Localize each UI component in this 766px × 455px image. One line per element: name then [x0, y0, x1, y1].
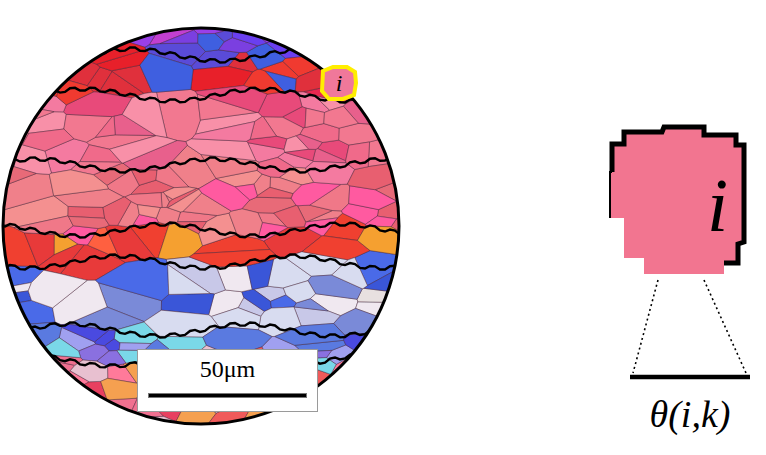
- grain-cell: [346, 142, 370, 170]
- grain-cell: [62, 50, 91, 70]
- grain-cell: [332, 401, 410, 429]
- grain-cell: [359, 58, 410, 88]
- grain-cell: [88, 412, 141, 440]
- grain-cell: [144, 310, 219, 337]
- grain-outline: [604, 122, 750, 278]
- grain-cell: [0, 0, 97, 39]
- grain-cell: [0, 348, 34, 386]
- grain-cell: [53, 384, 84, 405]
- zoom-leader: [633, 280, 658, 373]
- grain-highlight: [322, 67, 356, 99]
- grain-boundary: [610, 172, 612, 218]
- grain-cell: [19, 62, 40, 88]
- grain-fill: [610, 127, 744, 274]
- grain-cell: [47, 373, 64, 394]
- grain-label: i: [707, 162, 728, 249]
- grain-cell: [96, 0, 131, 42]
- grain-cell: [285, 149, 316, 161]
- grain-cell: [54, 32, 104, 55]
- grain-cell: [257, 187, 293, 198]
- grain-cell: [331, 386, 410, 412]
- grain-cell: [271, 415, 306, 440]
- grain-cell: [138, 205, 161, 219]
- grain-cell: [363, 0, 410, 58]
- grain-boundary: [0, 323, 410, 338]
- grain-cell: [250, 116, 276, 139]
- grain-cell: [25, 408, 90, 440]
- scale-bar: [148, 393, 307, 398]
- grain-cell: [49, 170, 108, 196]
- grain-cell: [0, 84, 36, 105]
- grain-cell: [186, 139, 256, 161]
- grain-cell: [192, 122, 255, 142]
- grain-cell: [337, 360, 410, 390]
- grain-cell: [283, 281, 315, 303]
- grain-boundary: [0, 158, 410, 173]
- grain-cell: [339, 415, 410, 440]
- grain-cell: [291, 182, 341, 205]
- grain-cell: [0, 390, 72, 412]
- grain-cell: [168, 189, 202, 212]
- grain-cell: [217, 423, 276, 440]
- grain-cell: [0, 104, 54, 125]
- grain-cell: [0, 370, 49, 392]
- grain-cell: [316, 0, 379, 50]
- boundary-label: θ(i,k): [650, 392, 731, 436]
- grain-cell: [373, 326, 410, 367]
- map-ground: [0, 0, 410, 440]
- grain-label: i: [336, 70, 343, 97]
- grain-cell: [28, 270, 87, 308]
- grain-cell: [0, 3, 55, 63]
- grain-cell: [80, 398, 137, 429]
- grain-cell: [87, 39, 146, 64]
- grain-cell: [0, 407, 43, 440]
- grain-cell: [313, 149, 346, 163]
- boundary-segment: [630, 375, 750, 380]
- map-outline: [3, 28, 399, 424]
- grain-cell: [0, 166, 36, 187]
- grain-boundary: [0, 48, 410, 63]
- grain-cell: [95, 116, 115, 137]
- scale-label: 50μm: [200, 356, 256, 383]
- grain-cell: [68, 216, 109, 228]
- grain-cell: [0, 58, 19, 91]
- grain-boundary: [0, 223, 410, 238]
- grain-cell: [29, 48, 65, 69]
- highlighted-grain: i: [317, 63, 361, 103]
- grain-cell: [22, 129, 74, 151]
- grain-cell: [121, 0, 156, 36]
- grain-cell: [95, 258, 168, 301]
- grain-boundary: [0, 255, 410, 270]
- scale-box: 50μm: [137, 349, 318, 412]
- grain-cell: [22, 62, 50, 85]
- grain-cell: [242, 289, 272, 311]
- grain-cell: [300, 408, 339, 440]
- grain-cell: [0, 120, 29, 145]
- grain-cell: [297, 26, 333, 54]
- zoomed-grain: i: [604, 122, 750, 278]
- zoom-leader: [704, 280, 746, 373]
- grain-group: [0, 0, 410, 440]
- grain-cell: [30, 62, 67, 82]
- grain-cell: [324, 106, 359, 128]
- grain-cell: [296, 134, 322, 149]
- grain-cell: [14, 216, 73, 235]
- grain-cell: [110, 136, 177, 163]
- grain-cell: [274, 205, 306, 227]
- grain-cell: [278, 0, 318, 42]
- grain-cell: [199, 179, 250, 211]
- grain-cell: [339, 123, 410, 145]
- grain-boundary: [612, 127, 744, 263]
- grain-cell: [305, 108, 324, 127]
